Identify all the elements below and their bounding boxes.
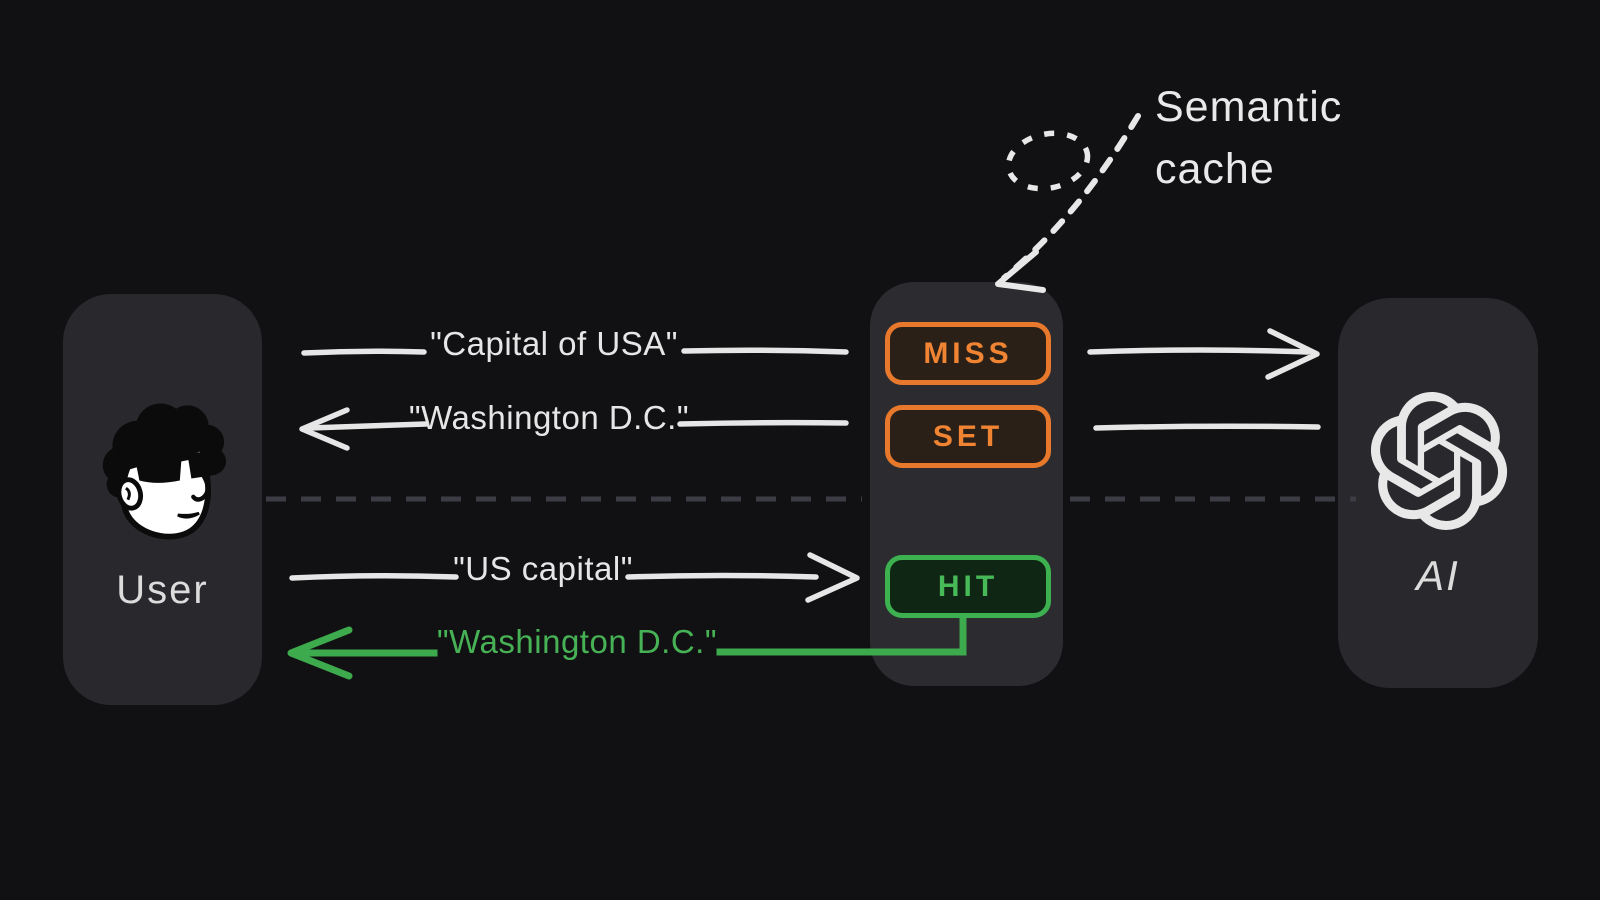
openai-logo-icon (1370, 392, 1508, 530)
flow-label-washington-dc: "Washington D.C." (408, 399, 690, 436)
cache-state-set: SET (885, 405, 1051, 468)
arrowhead-left-icon (287, 626, 353, 680)
user-avatar-icon (102, 403, 227, 540)
arrowhead-left-icon (299, 407, 350, 451)
cache-state-hit: HIT (885, 555, 1051, 618)
flow-label-us-capital: "US capital" (453, 550, 633, 587)
flow-label-washington-dc-hit: "Washington D.C." (436, 623, 718, 660)
dotted-ellipse-icon (1005, 130, 1091, 192)
arrowhead-right-icon (805, 552, 860, 603)
annotation-line-1: Semantic (1155, 83, 1343, 131)
annotation-pointer (995, 113, 1141, 293)
semantic-cache-annotation: Semantic cache (1155, 76, 1342, 201)
flow-label-capital-of-usa: "Capital of USA" (430, 325, 678, 362)
annotation-line-2: cache (1155, 145, 1275, 194)
ai-label: AI (1416, 552, 1460, 599)
cache-state-miss: MISS (885, 322, 1051, 385)
dotted-arrow-curve (1001, 113, 1141, 281)
arrowhead-right-icon (1265, 328, 1320, 380)
user-label: User (116, 568, 209, 612)
ai-card (1338, 298, 1538, 688)
